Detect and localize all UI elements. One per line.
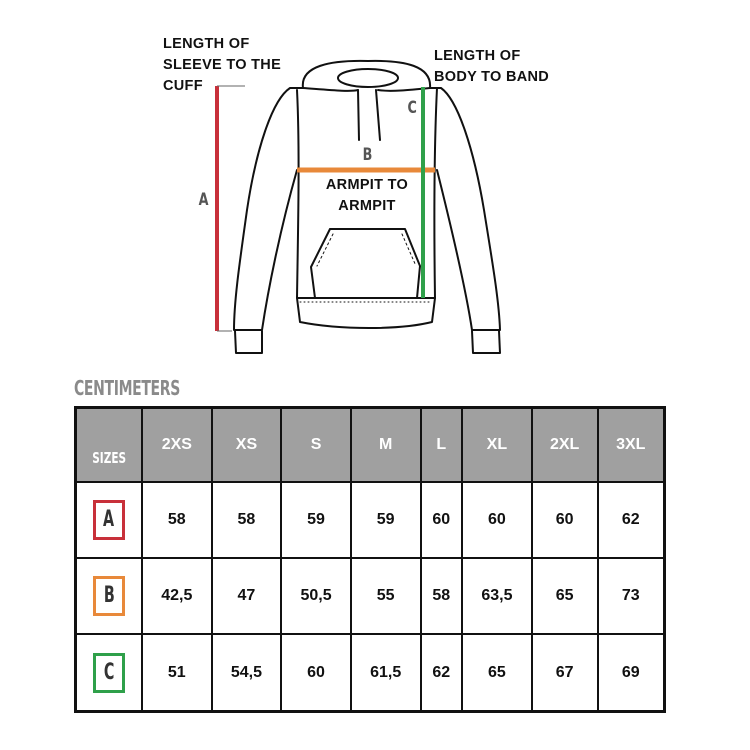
row-label-cell: B [74, 557, 143, 636]
badge-a: A [93, 500, 125, 541]
size-table: SIZES 2XS XS S M L XL 2XL 3XL A 58 58 59… [74, 406, 666, 713]
row-label-cell: A [74, 480, 143, 560]
marker-b: B [362, 145, 373, 165]
value-cell: 60 [419, 480, 464, 560]
row-label-cell: C [74, 633, 143, 713]
table-row-a: A 58 58 59 59 60 60 60 62 [74, 480, 666, 560]
value-cell: 60 [461, 480, 533, 560]
value-cell: 65 [461, 633, 533, 713]
value-cell: 60 [530, 480, 599, 560]
value-cell: 54,5 [210, 633, 283, 713]
table-row-b: B 42,5 47 50,5 55 58 63,5 65 73 [74, 557, 666, 636]
table-row-c: C 51 54,5 60 61,5 62 65 67 69 [74, 633, 666, 713]
value-cell: 55 [349, 557, 422, 636]
value-cell: 47 [210, 557, 283, 636]
value-cell: 50,5 [280, 557, 352, 636]
label-line: ARMPIT TO [325, 177, 409, 193]
value-cell: 58 [419, 557, 464, 636]
header-size: XS [210, 406, 283, 483]
value-cell: 61,5 [349, 633, 422, 713]
header-size: 3XL [596, 406, 666, 483]
value-cell: 63,5 [461, 557, 533, 636]
label-line: CUFF [163, 78, 203, 94]
value-cell: 60 [280, 633, 352, 713]
value-cell: 59 [280, 480, 352, 560]
header-row: SIZES 2XS XS S M L XL 2XL 3XL [74, 406, 666, 483]
marker-c: C [407, 98, 417, 118]
value-cell: 42,5 [141, 557, 213, 636]
label-line: ARMPIT [338, 198, 396, 214]
marker-a: A [198, 190, 209, 210]
label-line: SLEEVE TO THE [163, 57, 282, 73]
body-length-label: LENGTH OF BODY TO BAND [434, 46, 549, 88]
value-cell: 69 [596, 633, 666, 713]
value-cell: 59 [349, 480, 422, 560]
badge-b: B [93, 576, 125, 617]
armpit-label: ARMPIT TO ARMPIT [307, 175, 427, 217]
value-cell: 51 [141, 633, 213, 713]
value-cell: 67 [530, 633, 599, 713]
header-size: 2XL [530, 406, 599, 483]
value-cell: 62 [419, 633, 464, 713]
header-size: 2XS [141, 406, 213, 483]
value-cell: 58 [141, 480, 213, 560]
hoodie-outline [233, 59, 501, 354]
value-cell: 62 [596, 480, 666, 560]
label-line: BODY TO BAND [434, 69, 550, 85]
value-cell: 65 [530, 557, 599, 636]
label-line: LENGTH OF [163, 36, 250, 52]
header-size: L [419, 406, 464, 483]
sleeve-length-label: LENGTH OF SLEEVE TO THE CUFF [163, 34, 281, 97]
badge-c: C [93, 652, 125, 693]
header-sizes: SIZES [74, 406, 143, 483]
value-cell: 73 [596, 557, 666, 636]
header-size: M [349, 406, 422, 483]
value-cell: 58 [210, 480, 283, 560]
label-line: LENGTH OF [434, 48, 521, 64]
header-size: XL [461, 406, 533, 483]
units-title: CENTIMETERS [74, 376, 180, 400]
header-size: S [280, 406, 352, 483]
hoodie-diagram [215, 59, 501, 354]
